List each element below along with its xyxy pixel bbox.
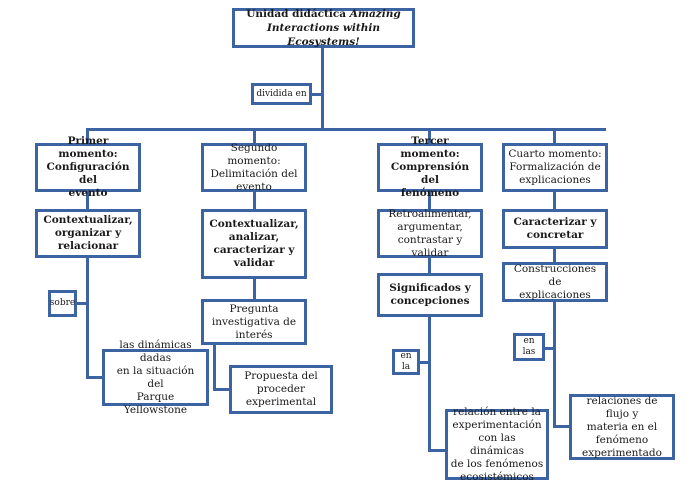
action-2: Contextualizar, analizar, caracterizar y… (201, 209, 307, 279)
line-col3-c (428, 315, 431, 451)
moment-3: Tercer momento: Comprensión del fenómeno (377, 135, 483, 199)
action-1: Contextualizar, organizar y relacionar (35, 209, 141, 258)
connector-sobre: sobre (48, 290, 77, 317)
title-box: Unidad didáctica Amazing Interactions wi… (232, 8, 415, 48)
title-italic-1: Amazing (349, 8, 401, 20)
line-col4-enlas (543, 347, 555, 350)
line-col4-c (553, 300, 556, 427)
step2-4: Construcciones de explicaciones (502, 262, 608, 302)
line-title-down (321, 45, 324, 128)
line-col4-b (553, 248, 556, 264)
title-plain: Unidad didáctica (246, 8, 350, 20)
line-col3-result (428, 449, 446, 452)
line-col1-top (86, 128, 89, 144)
line-col3-top (428, 128, 431, 144)
result-2: Propuesta del proceder experimental (229, 365, 333, 414)
result-4: relaciones de flujo y materia en el fenó… (569, 394, 675, 460)
moment-4: Cuarto momento: Formalización de explica… (502, 143, 608, 192)
line-main-horizontal (86, 128, 606, 131)
moment-1: Primer momento: Configuración del evento (35, 135, 141, 199)
connector-enla: en la (392, 349, 420, 375)
line-col4-top (553, 128, 556, 144)
line-col3-enla (418, 361, 430, 364)
result-1: las dinámicas dadas en la situación del … (102, 339, 209, 416)
step2-2: Pregunta investigativa de interés (201, 299, 307, 345)
line-divided-stub (310, 93, 322, 96)
connector-divided: dividida en (251, 83, 312, 105)
line-col1-sobre (76, 302, 88, 305)
moment-2: Segundo momento: Delimitación del evento (201, 142, 307, 193)
line-col4-a (553, 190, 556, 210)
line-col2-result (213, 388, 231, 391)
action-3: Retroalimentar, argumentar, contrastar y… (377, 208, 483, 259)
line-col2-a (253, 190, 256, 210)
step2-3: Significados y concepciones (377, 273, 483, 317)
line-col1-a (86, 190, 89, 210)
line-col4-result (553, 425, 571, 428)
connector-enlas: en las (513, 333, 545, 361)
line-col1-b (86, 256, 89, 378)
result-3: relación entre la experimentación con la… (445, 406, 549, 483)
line-col2-top (253, 128, 256, 144)
action-4: Caracterizar y concretar (502, 209, 608, 249)
line-col3-a (428, 190, 431, 210)
line-col1-result (86, 376, 104, 379)
title-italic-2: Interactions within Ecosystems! (267, 22, 380, 48)
line-col2-c (213, 343, 216, 389)
line-col2-b (253, 277, 256, 301)
line-col3-b (428, 256, 431, 274)
